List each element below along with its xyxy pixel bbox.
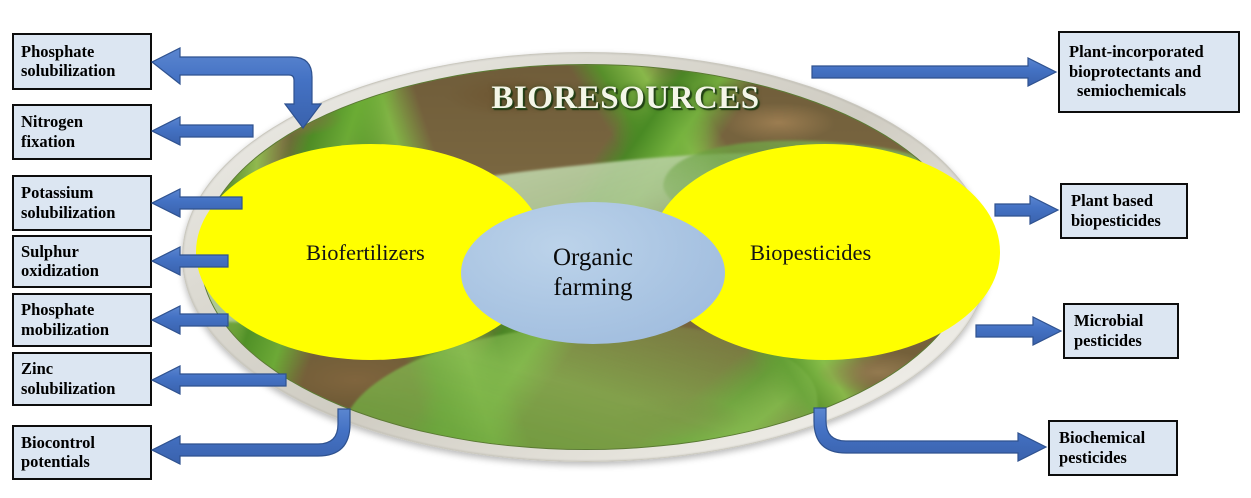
label-line-2: solubilization <box>21 61 116 80</box>
left-label-box-sulphur-oxidization[interactable]: Sulphur oxidization <box>12 235 152 288</box>
label-line-2: potentials <box>21 452 90 471</box>
label-line-3: semiochemicals <box>1077 81 1187 101</box>
right-label-box-microbial-pesticides[interactable]: Microbial pesticides <box>1063 303 1179 359</box>
arrow-right-microbial-pesticides <box>975 316 1063 346</box>
diagram-title: BIORESOURCES <box>491 80 760 116</box>
venn-label-biofertilizers: Biofertilizers <box>306 240 425 265</box>
left-label-box-zinc-solubilization[interactable]: Zinc solubilization <box>12 352 152 406</box>
right-label-box-plant-based-biopesticides[interactable]: Plant based biopesticides <box>1060 183 1188 239</box>
center-line-1: Organic <box>552 243 634 271</box>
label-line-1: Plant-incorporated <box>1069 42 1204 62</box>
label-line-2: biopesticides <box>1071 210 1161 230</box>
label-line-2: pesticides <box>1074 330 1142 350</box>
label-line-1: Phosphate <box>21 41 95 61</box>
label-line-1: Zinc <box>21 359 54 379</box>
label-line-1: Biocontrol <box>21 432 95 452</box>
label-line-2: solubilization <box>21 378 116 398</box>
left-label-box-biocontrol-potentials[interactable]: Biocontrol potentials <box>12 425 152 480</box>
label-line-2: oxidization <box>21 261 99 280</box>
label-line-1: Biochemical <box>1059 428 1146 448</box>
label-line-1: Microbial <box>1074 311 1144 331</box>
label-line-2: fixation <box>21 131 76 151</box>
label-line-2: pesticides <box>1059 447 1127 467</box>
label-line-2: mobilization <box>21 319 110 339</box>
right-label-box-plant-incorporated-bioprotectants[interactable]: Plant-incorporated bioprotectants and se… <box>1058 31 1240 113</box>
venn-center-organic-farming[interactable]: Organic farming <box>461 202 725 344</box>
label-line-1: Nitrogen <box>21 112 84 132</box>
left-label-box-phosphate-solubilization[interactable]: Phosphate solubilization <box>12 33 152 90</box>
label-line-1: Sulphur <box>21 241 79 261</box>
label-line-2: bioprotectants and <box>1069 61 1202 81</box>
label-line-1: Phosphate <box>21 300 95 320</box>
label-line-2: solubilization <box>21 202 116 222</box>
right-label-box-biochemical-pesticides[interactable]: Biochemical pesticides <box>1048 420 1178 476</box>
arrow-right-plant-based-biopesticides <box>994 195 1060 225</box>
left-label-box-potassium-solubilization[interactable]: Potassium solubilization <box>12 175 152 231</box>
venn-label-biopesticides: Biopesticides <box>750 240 872 265</box>
label-line-1: Plant based <box>1071 191 1154 211</box>
center-line-2: farming <box>553 274 633 301</box>
left-label-box-phosphate-mobilization[interactable]: Phosphate mobilization <box>12 293 152 347</box>
label-line-1: Potassium <box>21 183 94 203</box>
